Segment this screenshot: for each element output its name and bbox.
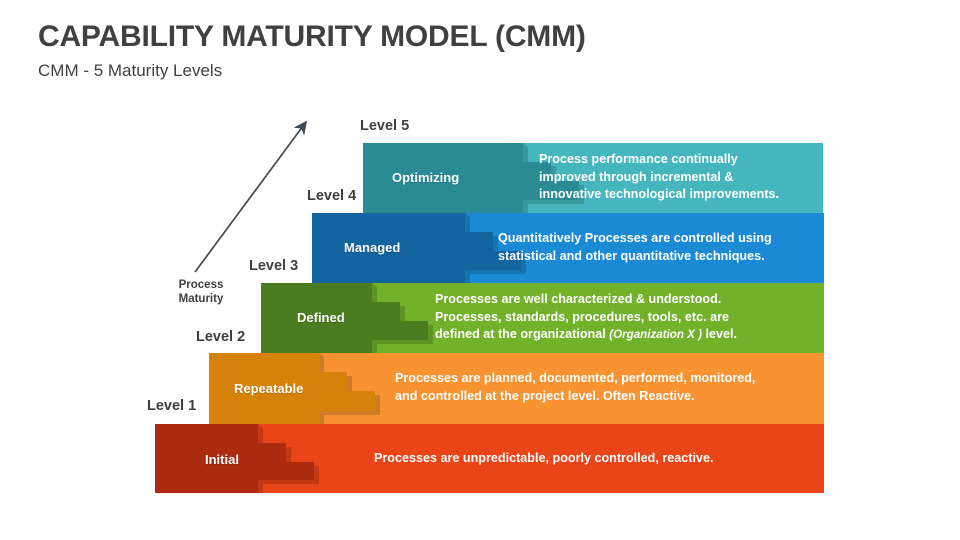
- band-level-2[interactable]: Repeatable Processes are planned, docume…: [209, 353, 824, 424]
- page-subtitle: CMM - 5 Maturity Levels: [38, 61, 223, 80]
- band-2-description: Processes are planned, documented, perfo…: [395, 370, 815, 405]
- band-2-desc-line-1: Processes are planned, documented, perfo…: [395, 371, 756, 385]
- band-4-dark-step-top: [312, 213, 521, 283]
- band-3-desc-line-1: Processes are well characterized & under…: [435, 292, 722, 306]
- band-4-desc-line-1: Quantitatively Processes are controlled …: [498, 231, 772, 245]
- band-3-desc-line-3: defined at the organizational (Organizat…: [435, 326, 815, 344]
- band-4-description: Quantitatively Processes are controlled …: [498, 230, 813, 265]
- process-maturity-arrow-icon: [194, 120, 308, 273]
- band-1-desc-line-1: Processes are unpredictable, poorly cont…: [374, 451, 714, 465]
- band-2-desc-line-2: and controlled at the project level. Oft…: [395, 388, 695, 403]
- band-5-light: [523, 143, 823, 213]
- level-label-3: Level 3: [249, 258, 299, 274]
- level-label-1: Level 1: [147, 398, 197, 414]
- arrow-caption-line2: Maturity: [178, 293, 224, 305]
- level-label-2: Level 2: [196, 329, 246, 345]
- arrow-caption-line1: Process: [178, 279, 224, 291]
- band-2-name: Repeatable: [234, 381, 304, 396]
- band-1-name: Initial: [205, 452, 239, 467]
- band-2-dark-step-top: [209, 353, 375, 424]
- arrow-caption: Process Maturity: [159, 278, 243, 306]
- band-level-5[interactable]: Optimizing Process performance continual…: [363, 143, 823, 213]
- band-3-light: [372, 283, 824, 353]
- band-3-name: Defined: [297, 310, 345, 325]
- band-5-dark-step-top: [363, 143, 579, 213]
- level-label-4: Level 4: [307, 188, 357, 204]
- band-level-1[interactable]: Initial Processes are unpredictable, poo…: [155, 424, 824, 493]
- band-3-desc-italic: (Organization X ): [609, 328, 702, 341]
- band-4-light: [465, 213, 824, 283]
- band-5-desc-line-2: improved through incremental &: [539, 169, 734, 184]
- level-label-5: Level 5: [360, 118, 410, 134]
- band-4-desc-line-2: statistical and other quantitative techn…: [498, 248, 765, 263]
- band-level-4[interactable]: Managed Quantitatively Processes are con…: [312, 213, 824, 283]
- band-3-desc-line-3-post: level.: [701, 327, 737, 341]
- band-5-name: Optimizing: [392, 170, 460, 185]
- band-4-name: Managed: [344, 240, 401, 255]
- band-level-3[interactable]: Defined Processes are well characterized…: [261, 283, 824, 353]
- band-3-desc-line-3-pre: defined at the organizational: [435, 327, 610, 341]
- band-5-desc-line-1: Process performance continually: [539, 152, 738, 166]
- band-2-light: [319, 353, 824, 424]
- band-5-description: Process performance continually improved…: [539, 151, 814, 204]
- band-3-dark-step-top: [261, 283, 428, 353]
- band-1-description: Processes are unpredictable, poorly cont…: [374, 450, 794, 468]
- band-1-light: [258, 424, 824, 493]
- band-1-dark-step-top: [155, 424, 314, 493]
- band-5-desc-line-3: innovative technological improvements.: [539, 187, 780, 201]
- band-3-description: Processes are well characterized & under…: [435, 291, 815, 344]
- page-title: CAPABILITY MATURITY MODEL (CMM): [38, 20, 586, 53]
- band-3-desc-line-2: Processes, standards, procedures, tools,…: [435, 309, 729, 324]
